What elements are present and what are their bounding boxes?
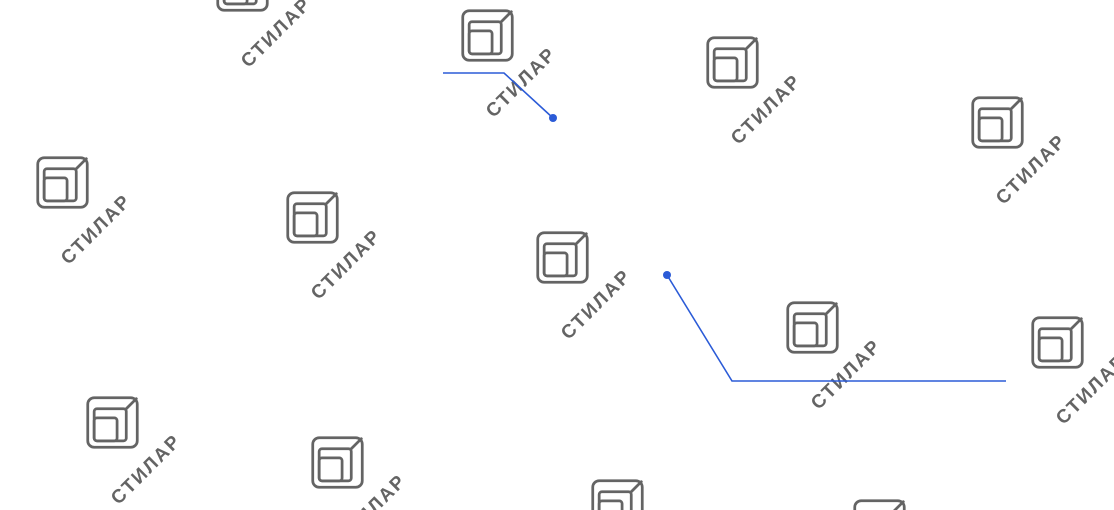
leader-center-right-group [663, 271, 1006, 382]
leader-line [443, 72, 554, 119]
leader-dot [663, 271, 671, 279]
leader-line [666, 274, 1006, 382]
leader-dot [549, 114, 557, 122]
leader-top-center-group [443, 72, 557, 122]
